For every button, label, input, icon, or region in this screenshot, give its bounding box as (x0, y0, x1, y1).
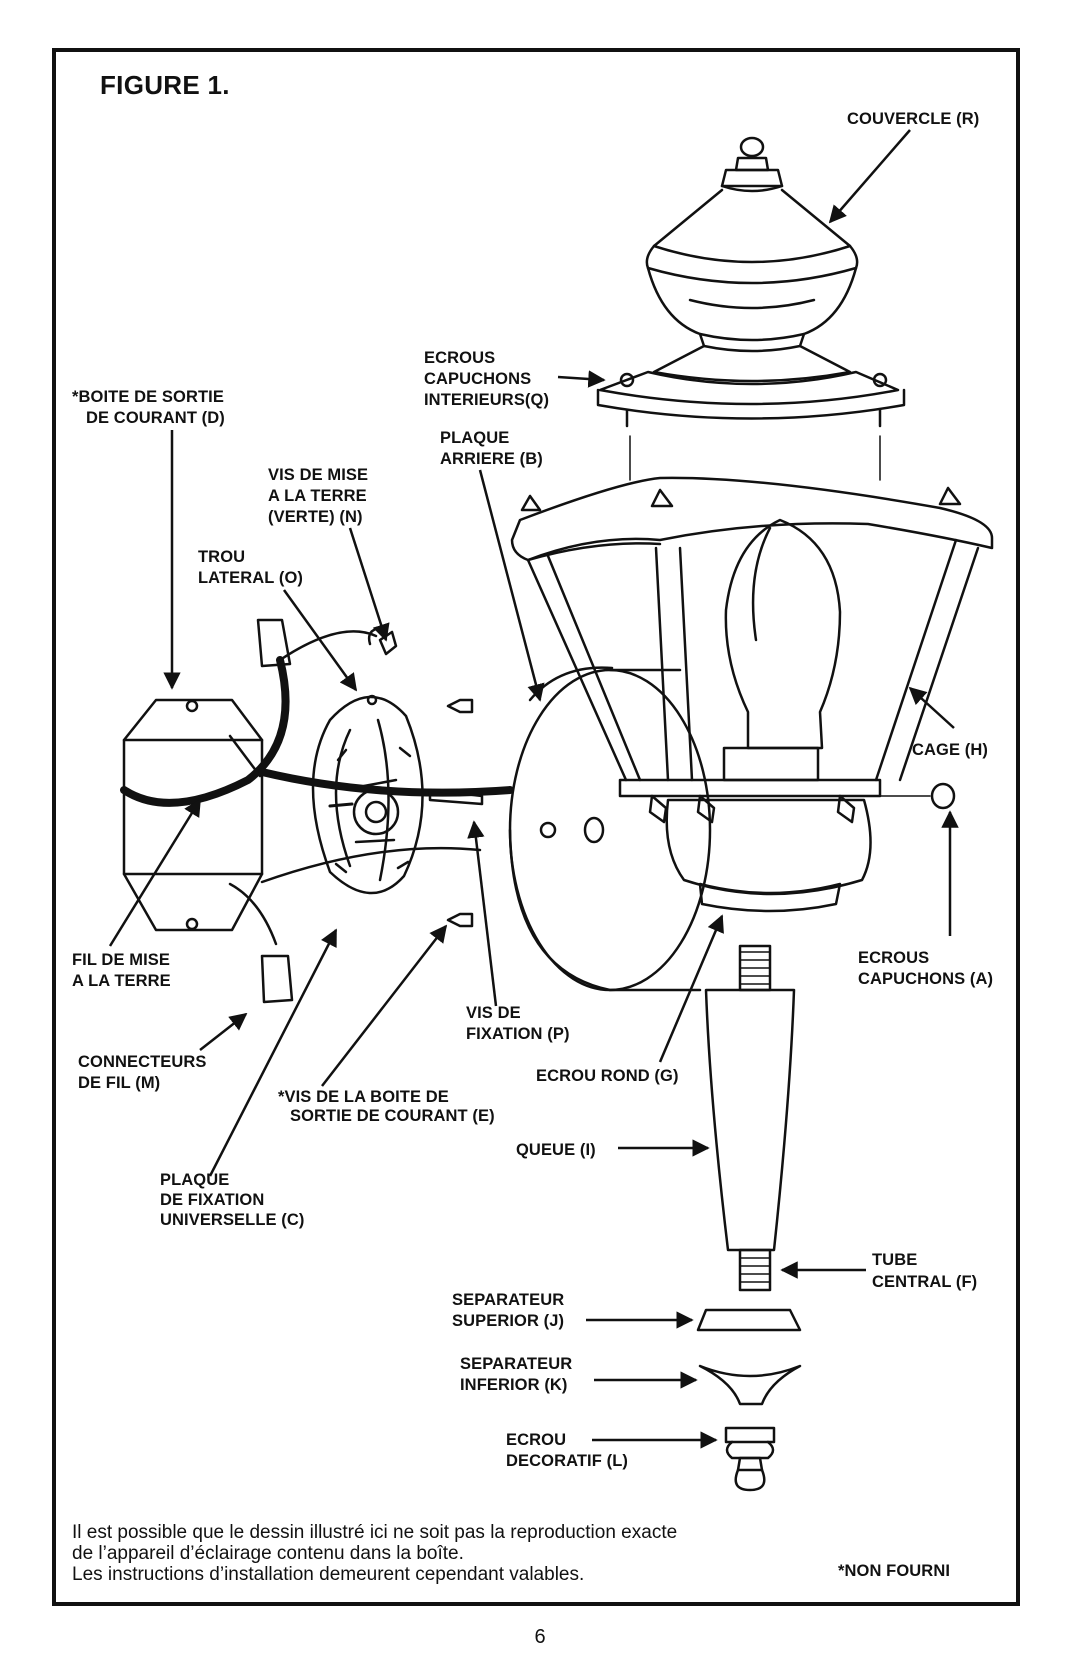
label-universal-plate-3: UNIVERSELLE (C) (160, 1211, 305, 1229)
figure-title: FIGURE 1. (100, 70, 230, 100)
page-number: 6 (534, 1626, 546, 1648)
label-mounting-screw-1: VIS DE (466, 1004, 521, 1022)
label-back-plate-1: PLAQUE (440, 429, 510, 447)
label-mounting-screw-2: FIXATION (P) (466, 1025, 570, 1043)
label-cap-nuts-a-1: ECROUS (858, 949, 930, 967)
label-ground-screw-3: (VERTE) (N) (268, 508, 363, 526)
label-cage: CAGE (H) (912, 741, 988, 759)
back-plate-part (508, 666, 872, 992)
label-box-screws-2: SORTIE DE COURANT (E) (290, 1107, 495, 1125)
label-ground-wire-1: FIL DE MISE (72, 951, 170, 969)
label-wire-connectors-2: DE FIL (M) (78, 1074, 161, 1092)
label-lower-separator-1: SEPARATEUR (460, 1355, 573, 1373)
label-inner-cap-nuts-2: CAPUCHONS (424, 370, 532, 388)
label-side-hole-2: LATERAL (O) (198, 569, 303, 587)
label-universal-plate-1: PLAQUE (160, 1171, 230, 1189)
label-decorative-nut-1: ECROU (506, 1431, 567, 1449)
label-box-screws-1: *VIS DE LA BOITE DE (278, 1088, 449, 1106)
label-inner-cap-nuts-1: ECROUS (424, 349, 496, 367)
ground-wire (228, 630, 482, 946)
figure-frame (52, 48, 1020, 1606)
label-upper-separator-2: SUPERIOR (J) (452, 1312, 565, 1330)
label-cover: COUVERCLE (R) (847, 110, 980, 128)
tail-assembly (696, 944, 802, 1492)
label-outlet-box-2: DE COURANT (D) (86, 409, 225, 427)
cage-part (510, 476, 994, 824)
mounting-plate-part (311, 626, 474, 928)
label-center-tube-2: CENTRAL (F) (872, 1273, 978, 1291)
label-ground-screw-1: VIS DE MISE (268, 466, 369, 484)
disclaimer-line-3: Les instructions d’installation demeuren… (72, 1564, 585, 1585)
label-center-tube-1: TUBE (872, 1251, 918, 1269)
wires (120, 656, 514, 807)
disclaimer-line-1: Il est possible que le dessin illustré i… (72, 1522, 678, 1543)
wire-connectors (256, 618, 294, 1004)
mounting-screw-part (428, 788, 484, 806)
label-lower-separator-2: INFERIOR (K) (460, 1376, 568, 1394)
cap-nut-a-part (930, 782, 956, 810)
disclaimer-line-2: de l’appareil d’éclairage contenu dans l… (72, 1543, 464, 1564)
label-not-supplied: *NON FOURNI (838, 1562, 951, 1580)
junction-box-part (122, 698, 264, 932)
label-decorative-nut-2: DECORATIF (L) (506, 1452, 628, 1470)
label-back-plate-2: ARRIERE (B) (440, 450, 543, 468)
label-inner-cap-nuts-3: INTERIEURS(Q) (424, 391, 550, 409)
label-tail: QUEUE (I) (516, 1141, 596, 1159)
label-universal-plate-2: DE FIXATION (160, 1191, 265, 1209)
label-round-nut: ECROU ROND (G) (536, 1067, 679, 1085)
label-cap-nuts-a-2: CAPUCHONS (A) (858, 970, 994, 988)
cover-top-part (596, 136, 906, 481)
label-wire-connectors-1: CONNECTEURS (78, 1053, 207, 1071)
label-outlet-box-1: *BOITE DE SORTIE (72, 388, 224, 406)
label-side-hole-1: TROU (198, 548, 246, 566)
disclaimer: Il est possible que le dessin illustré i… (72, 1522, 677, 1585)
label-ground-screw-2: A LA TERRE (268, 487, 367, 505)
label-ground-wire-2: A LA TERRE (72, 972, 171, 990)
label-upper-separator-1: SEPARATEUR (452, 1291, 565, 1309)
leader-arrows (108, 129, 959, 1449)
